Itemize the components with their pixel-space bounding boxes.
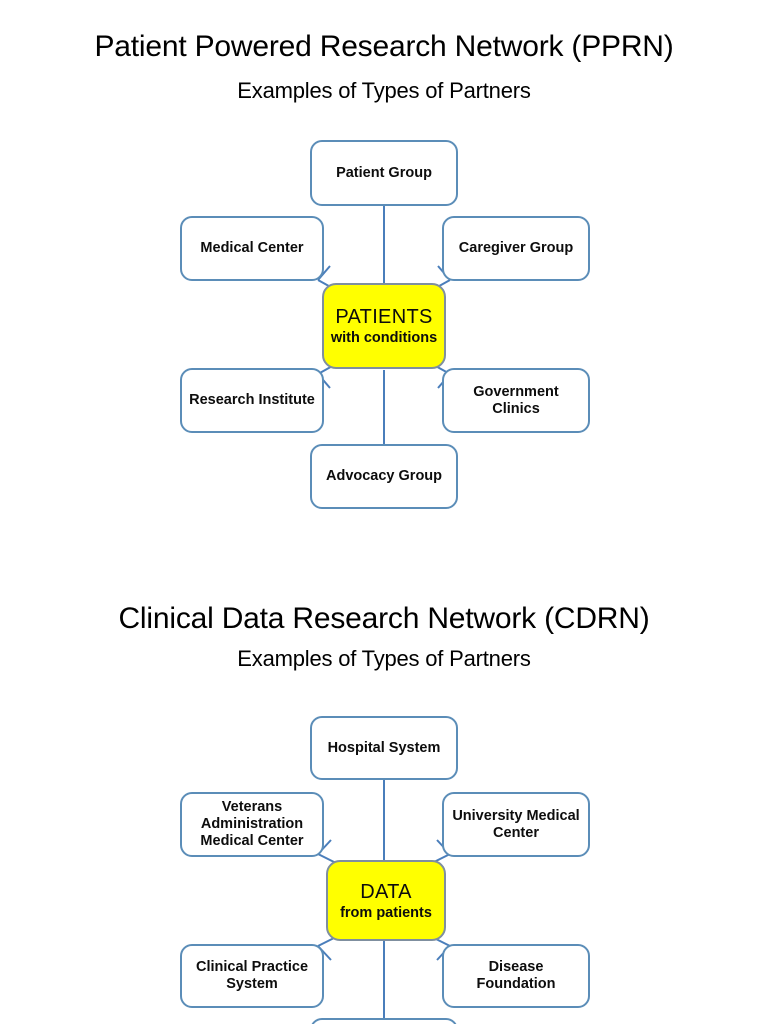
cdrn-node-bottom-partial[interactable] (310, 1018, 458, 1024)
pprn-diagram: Patient Group Medical Center Caregiver G… (0, 130, 768, 530)
pprn-subtitle: Examples of Types of Partners (237, 78, 531, 103)
cdrn-node-va-medical-center[interactable]: Veterans Administration Medical Center (180, 792, 324, 857)
cdrn-node-disease-foundation[interactable]: Disease Foundation (442, 944, 590, 1008)
node-label: Caregiver Group (458, 240, 574, 256)
pprn-node-government-clinics[interactable]: Government Clinics (442, 368, 590, 433)
cdrn-node-hospital-system[interactable]: Hospital System (310, 716, 458, 780)
node-label: Advocacy Group (325, 468, 443, 484)
cdrn-node-clinical-practice-system[interactable]: Clinical Practice System (180, 944, 324, 1008)
pprn-node-medical-center[interactable]: Medical Center (180, 216, 324, 281)
cdrn-subtitle: Examples of Types of Partners (237, 646, 531, 671)
node-label: Research Institute (189, 392, 315, 408)
cdrn-node-university-medical-center[interactable]: University Medical Center (442, 792, 590, 857)
cdrn-center-data[interactable]: DATA from patients (326, 860, 446, 941)
pprn-center-patients[interactable]: PATIENTS with conditions (322, 283, 446, 369)
center-primary-label: PATIENTS (335, 306, 433, 328)
node-label: Hospital System (327, 739, 441, 756)
node-label: Patient Group (336, 164, 432, 181)
pprn-node-research-institute[interactable]: Research Institute (180, 368, 324, 433)
pprn-node-advocacy-group[interactable]: Advocacy Group (310, 444, 458, 509)
pprn-title: Patient Powered Research Network (PPRN) (94, 30, 674, 63)
pprn-node-patient-group[interactable]: Patient Group (310, 140, 458, 206)
node-label: Medical Center (200, 240, 304, 256)
cdrn-diagram: Hospital System Veterans Administration … (0, 706, 768, 1024)
pprn-node-caregiver-group[interactable]: Caregiver Group (442, 216, 590, 281)
node-label: Veterans Administration Medical Center (200, 799, 304, 849)
node-label: Disease Foundation (476, 959, 556, 992)
center-primary-label: DATA (360, 880, 412, 903)
node-label: Government Clinics (473, 383, 559, 417)
node-label: University Medical Center (452, 807, 580, 841)
center-secondary-label: with conditions (330, 330, 438, 346)
node-label: Clinical Practice System (195, 959, 309, 992)
center-secondary-label: from patients (340, 904, 432, 921)
cdrn-title: Clinical Data Research Network (CDRN) (118, 602, 650, 635)
